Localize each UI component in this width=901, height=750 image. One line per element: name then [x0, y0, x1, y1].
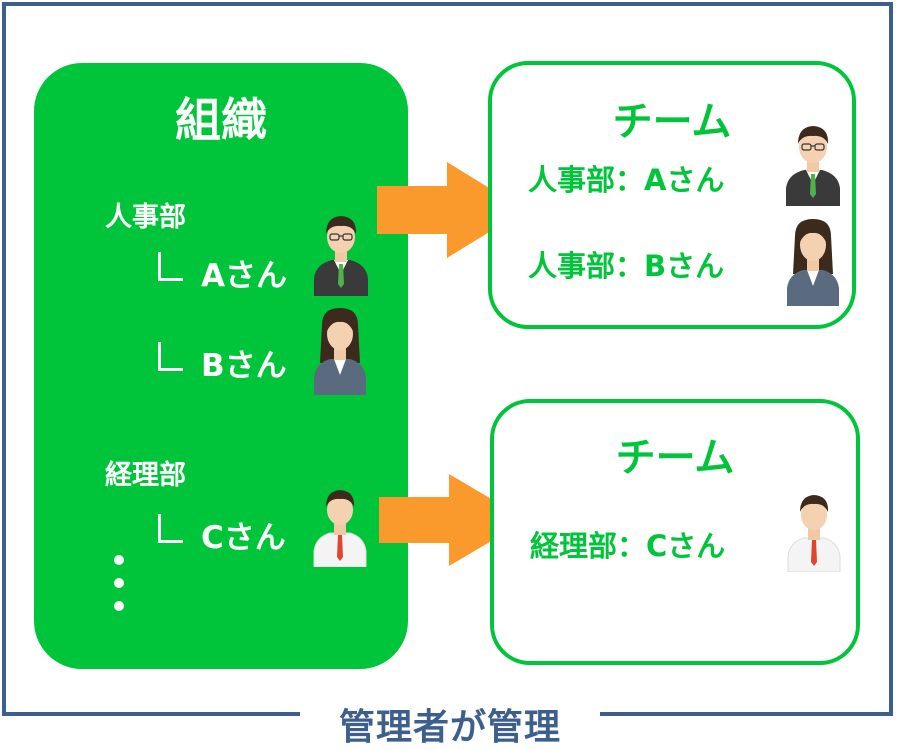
- ellipsis-dot: [114, 555, 124, 565]
- person-a-icon: [314, 216, 368, 296]
- org-member-c-label: Cさん: [201, 520, 286, 556]
- organization-title: 組織: [175, 93, 267, 147]
- org-member-a: Aさん: [158, 250, 287, 295]
- team-2-title: チーム: [615, 435, 735, 481]
- arrow-right-icon: [379, 474, 527, 566]
- person-c-icon: [313, 490, 367, 567]
- department-keiri: 経理部: [105, 460, 186, 491]
- frame-gap: [300, 700, 600, 740]
- person-b-icon: [787, 219, 839, 306]
- arrow-right-icon: [377, 162, 525, 258]
- ellipsis-dot: [114, 601, 124, 611]
- tree-branch: [158, 252, 183, 281]
- team-2-member-c: 経理部：Cさん: [530, 529, 726, 563]
- person-c-icon: [787, 495, 841, 572]
- tree-branch: [158, 342, 183, 371]
- team-panel-2: チーム 経理部：Cさん: [490, 399, 860, 665]
- org-member-a-label: Aさん: [201, 258, 287, 294]
- tree-branch: [158, 514, 183, 543]
- org-member-b-label: Bさん: [201, 348, 287, 384]
- team-1-member-b: 人事部：Bさん: [528, 249, 725, 283]
- person-b-icon: [314, 308, 366, 395]
- org-member-c: Cさん: [158, 512, 286, 557]
- caption: 管理者が管理: [338, 707, 561, 748]
- org-member-b: Bさん: [158, 340, 287, 385]
- department-jinji: 人事部: [105, 202, 186, 233]
- ellipsis-dot: [114, 578, 124, 588]
- person-a-icon: [786, 126, 840, 206]
- team-1-member-a: 人事部：Aさん: [528, 163, 725, 197]
- team-1-title: チーム: [612, 99, 732, 145]
